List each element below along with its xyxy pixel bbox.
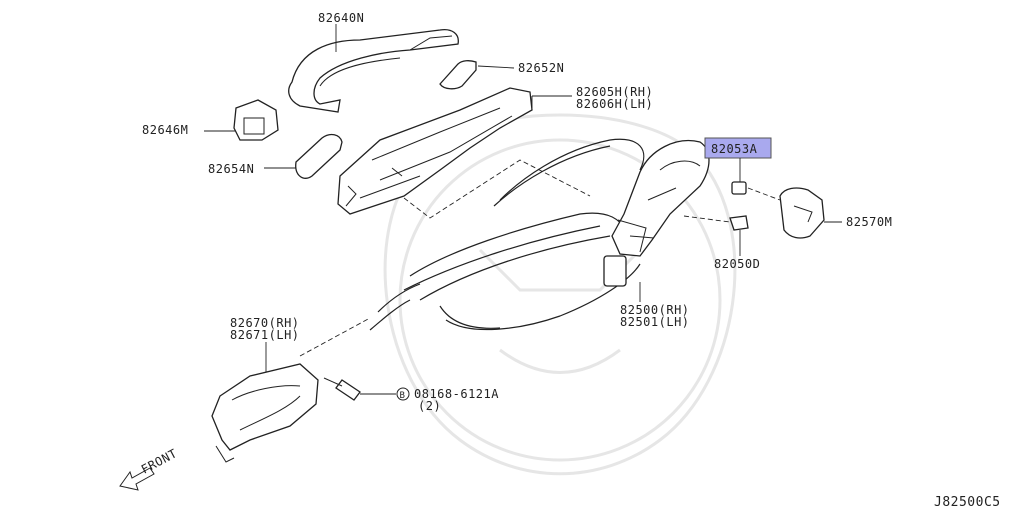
label-82500: 82500(RH) [620, 303, 690, 317]
label-82652N: 82652N [518, 61, 564, 75]
label-82050D: 82050D [714, 257, 760, 271]
bolt-08168-6121A[interactable] [323, 377, 410, 401]
label-82646M: 82646M [142, 123, 188, 137]
label-82654N: 82654N [208, 162, 254, 176]
key-cylinder-82646M[interactable] [204, 99, 279, 141]
handle-bracket-82605H[interactable] [337, 87, 572, 215]
highlight-82053A [704, 137, 772, 159]
label-bolt-part: 08168-6121A [414, 387, 499, 401]
door-cables [369, 138, 645, 331]
label-82606H: 82606H(LH) [576, 97, 653, 111]
handle-cable-link [299, 317, 371, 357]
screw-82050D[interactable] [683, 215, 749, 256]
assembly-outline [403, 159, 591, 219]
figure-code: J82500C5 [934, 495, 1001, 510]
label-82605H: 82605H(RH) [576, 85, 653, 99]
label-82640N: 82640N [318, 11, 364, 25]
escutcheon-82654N[interactable] [264, 133, 343, 179]
label-82670: 82670(RH) [230, 316, 300, 330]
label-bolt-qty: (2) [418, 399, 441, 413]
label-82501: 82501(LH) [620, 315, 690, 329]
screw-82053A[interactable] [704, 137, 781, 201]
inside-handle-82670[interactable] [211, 342, 319, 463]
outside-handle-82640N[interactable] [288, 24, 459, 113]
label-82570M: 82570M [846, 215, 892, 229]
gasket-82652N[interactable] [439, 60, 515, 90]
label-82671: 82671(LH) [230, 328, 300, 342]
label-82053A: 82053A [711, 142, 758, 156]
door-lock-actuator-82500[interactable] [603, 140, 710, 302]
striker-82570M[interactable] [779, 187, 842, 239]
label-bolt-circle: B [400, 391, 406, 401]
label-front: FRONT [139, 446, 180, 476]
front-arrow-icon [119, 467, 155, 491]
bolt-circle-symbol [396, 387, 410, 401]
